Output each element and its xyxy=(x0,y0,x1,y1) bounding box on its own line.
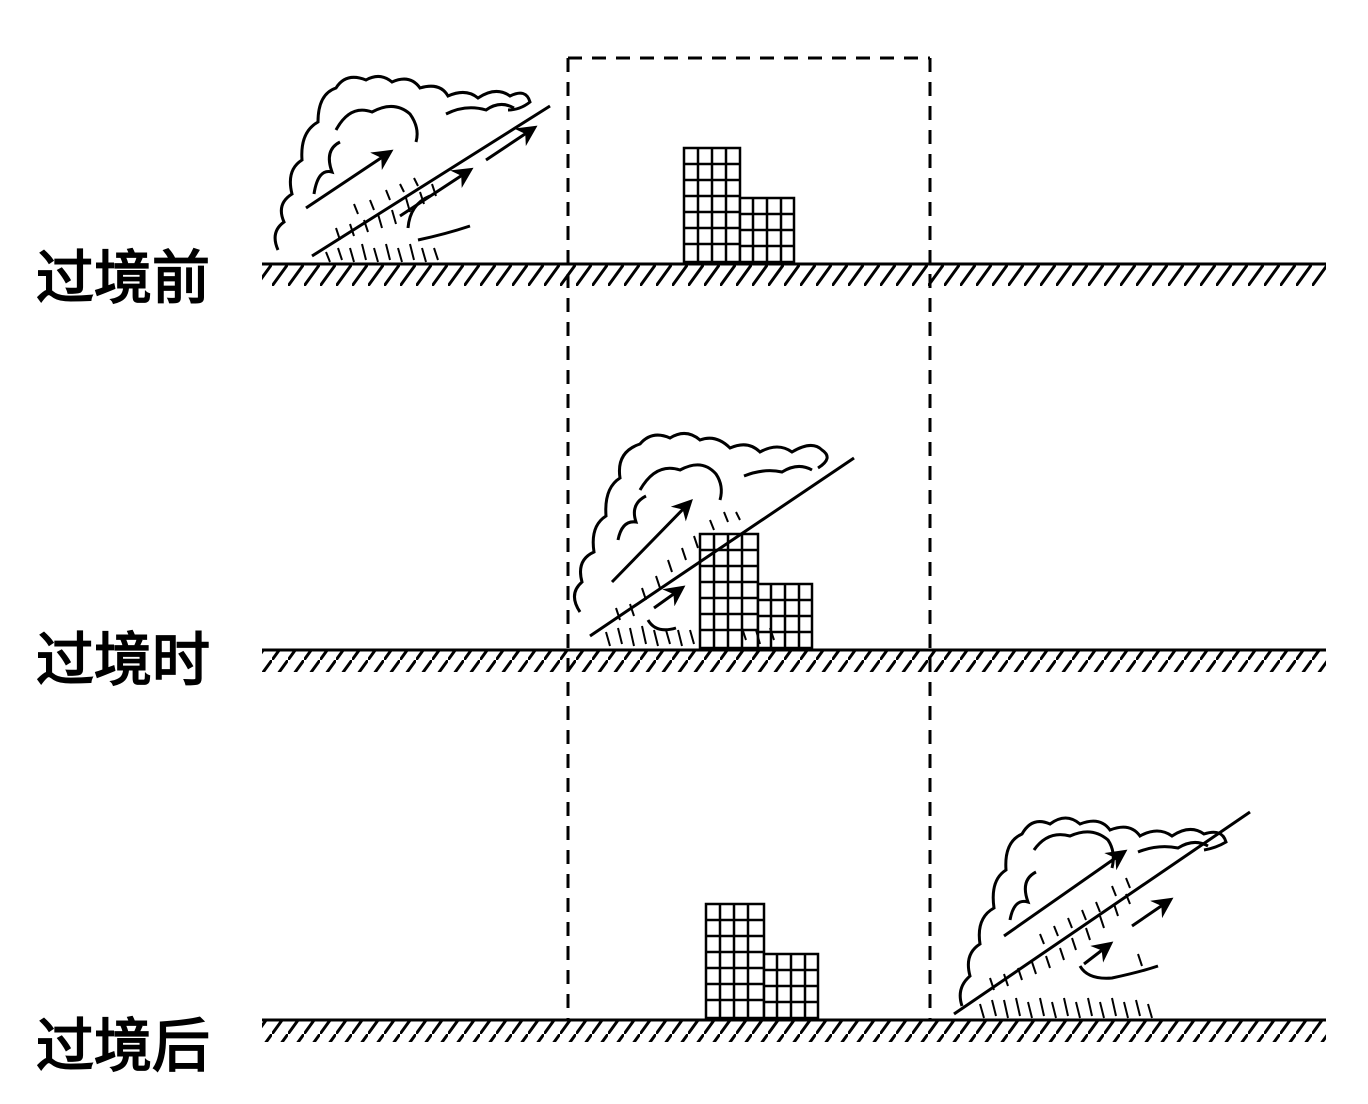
stage-after: 过境后 xyxy=(36,810,1326,1080)
front-surface xyxy=(953,810,1251,1016)
city-buildings-after xyxy=(704,902,820,1020)
city-buildings-during xyxy=(698,532,814,650)
rain-area xyxy=(325,177,439,263)
rain-area xyxy=(979,877,1153,1019)
cloud-outline xyxy=(573,432,829,613)
rain-area xyxy=(605,511,775,647)
city-boundary xyxy=(566,56,932,1020)
ground-before xyxy=(262,262,1326,286)
cold-front-during xyxy=(573,432,855,647)
cold-front-before xyxy=(273,75,551,263)
ground-during xyxy=(262,648,1326,672)
ground-after xyxy=(262,1018,1326,1042)
stage-label-before: 过境前 xyxy=(36,244,210,312)
city-buildings-before xyxy=(682,146,796,264)
front-surface xyxy=(589,456,855,638)
stage-before: 过境前 xyxy=(36,75,1326,312)
stage-label-during: 过境时 xyxy=(36,626,210,694)
cold-front-after xyxy=(953,810,1251,1019)
cloud-outline xyxy=(958,816,1228,1007)
stage-label-after: 过境后 xyxy=(36,1012,210,1080)
stage-during: 过境时 xyxy=(36,432,1326,694)
cloud-outline xyxy=(273,75,532,251)
